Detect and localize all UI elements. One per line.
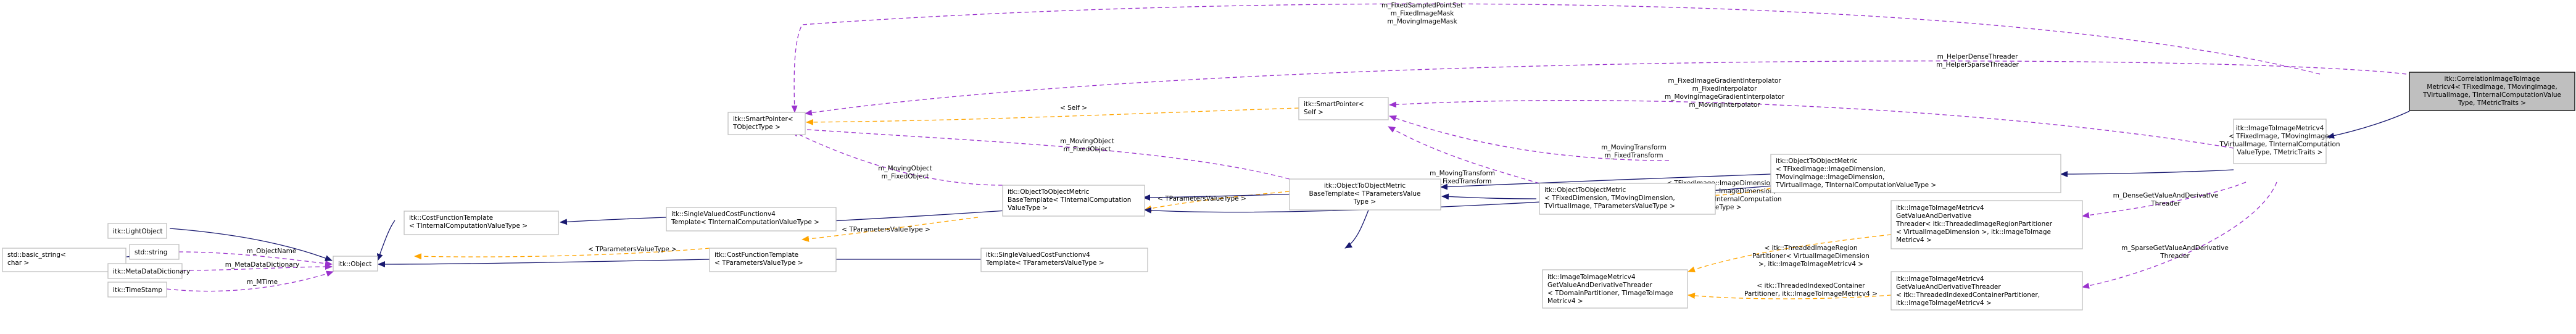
edge-inherit-oto-full-to-base-pv bbox=[1440, 173, 1771, 190]
node-smart-pointer-self[interactable]: itk::SmartPointer<Self > bbox=[1298, 97, 1389, 120]
svg-text:itk::SmartPointer<Self >: itk::SmartPointer<Self > bbox=[1304, 101, 1364, 116]
edge-self-template bbox=[806, 107, 1299, 125]
svg-text:std::basic_string<char >: std::basic_string<char > bbox=[7, 251, 66, 267]
node-object-to-object-metric-full[interactable]: itk::ObjectToObjectMetric< TFixedImage::… bbox=[1770, 154, 2061, 193]
edge-moving-fixed-object-upper bbox=[789, 125, 1290, 180]
edge-inherit-metric-to-oto-full bbox=[2060, 169, 2234, 177]
edge-inherit-svcf-pv-to-base-pv bbox=[1344, 206, 1370, 249]
edge-interpolators bbox=[1389, 100, 2234, 149]
node-std-string[interactable]: std::string bbox=[129, 244, 180, 260]
label-self: < Self > bbox=[1060, 104, 1087, 112]
svg-text:itk::SmartPointer<TObjectType: itk::SmartPointer<TObjectType > bbox=[732, 115, 793, 131]
edge-meta-data-dictionary bbox=[181, 264, 333, 271]
node-cost-function-icv[interactable]: itk::CostFunctionTemplate< TInternalComp… bbox=[404, 211, 559, 235]
edge-inherit-lightobject bbox=[169, 228, 333, 261]
edge-tparams-a bbox=[1144, 191, 1290, 212]
edge-tparams-b bbox=[801, 217, 979, 242]
label-tparams-c: < TParametersValueType > bbox=[588, 246, 677, 253]
edge-moving-fixed-object-lower bbox=[791, 130, 1003, 186]
edge-inherit-object-to-cost-pv bbox=[378, 259, 710, 267]
label-mtime: m_MTime bbox=[247, 278, 278, 286]
label-object-name: m_ObjectName bbox=[247, 248, 297, 255]
svg-text:itk::SingleValuedCostFunctionv: itk::SingleValuedCostFunctionv4Template<… bbox=[985, 251, 1104, 267]
svg-text:itk::MetaDataDictionary: itk::MetaDataDictionary bbox=[113, 268, 190, 275]
svg-text:itk::Object: itk::Object bbox=[338, 261, 371, 268]
edge-inherit-base-pv-to-oto-tpl bbox=[1441, 193, 1537, 200]
edge-threaded-indexed bbox=[1688, 293, 1892, 299]
node-basic-string[interactable]: std::basic_string<char > bbox=[2, 248, 126, 272]
node-image-to-image-metric[interactable]: itk::ImageToImageMetricv4< TFixedImage, … bbox=[2219, 119, 2340, 164]
edge-fixed-sampled-point-set bbox=[791, 3, 2321, 113]
edge-sparse-threader bbox=[2082, 182, 2277, 289]
label-tparams-b: < TParametersValueType > bbox=[842, 226, 930, 233]
edge-tparams-c bbox=[414, 248, 710, 260]
svg-text:itk::ObjectToObjectMetric< TFi: itk::ObjectToObjectMetric< TFixedDimensi… bbox=[1544, 186, 1675, 210]
edge-dense-threader bbox=[2082, 182, 2247, 219]
edge-inherit-base-pv-to-base-icv-left bbox=[1143, 193, 1299, 201]
node-light-object[interactable]: itk::LightObject bbox=[107, 223, 167, 239]
edge-inherit-object-to-cost-icv bbox=[377, 220, 396, 261]
node-time-stamp[interactable]: itk::TimeStamp bbox=[107, 282, 167, 298]
svg-text:itk::TimeStamp: itk::TimeStamp bbox=[113, 286, 162, 294]
label-meta-data-dictionary: m_MetaDataDictionary bbox=[225, 261, 299, 269]
svg-text:itk::LightObject: itk::LightObject bbox=[113, 228, 163, 235]
edge-inherit-correlation-to-metric bbox=[2327, 111, 2410, 139]
svg-text:itk::ObjectToObjectMetric< TFi: itk::ObjectToObjectMetric< TFixedImage::… bbox=[1775, 157, 1936, 189]
edge-helper-threader bbox=[805, 61, 2407, 116]
edge-mtime bbox=[166, 270, 334, 292]
label-tparams-a: < TParametersValueType > bbox=[1158, 195, 1246, 202]
svg-text:std::string: std::string bbox=[135, 249, 167, 256]
edge-transforms-lower bbox=[1388, 126, 1540, 184]
edge-threaded-region bbox=[1688, 234, 1892, 273]
svg-text:itk::CostFunctionTemplate< TIn: itk::CostFunctionTemplate< TInternalComp… bbox=[409, 214, 528, 230]
svg-text:itk::SingleValuedCostFunctionv: itk::SingleValuedCostFunctionv4Template<… bbox=[671, 211, 819, 226]
node-cost-function-pv[interactable]: itk::CostFunctionTemplate< TParametersVa… bbox=[709, 248, 837, 272]
node-smart-pointer-tobject[interactable]: itk::SmartPointer<TObjectType > bbox=[727, 112, 806, 135]
edge-transforms-upper bbox=[1389, 115, 1670, 161]
node-object[interactable]: itk::Object bbox=[333, 256, 378, 272]
edge-inherit-cost-icv-to-svcf-icv bbox=[560, 217, 667, 225]
svg-text:itk::CostFunctionTemplate< TPa: itk::CostFunctionTemplate< TParametersVa… bbox=[714, 251, 803, 267]
svg-text:itk::ImageToImageMetricv4< TFi: itk::ImageToImageMetricv4< TFixedImage, … bbox=[2219, 125, 2340, 156]
node-meta-data-dictionary[interactable]: itk::MetaDataDictionary bbox=[107, 263, 190, 279]
node-object-to-object-metric-tpl[interactable]: itk::ObjectToObjectMetric< TFixedDimensi… bbox=[1539, 183, 1716, 215]
edge-object-name bbox=[178, 251, 333, 267]
